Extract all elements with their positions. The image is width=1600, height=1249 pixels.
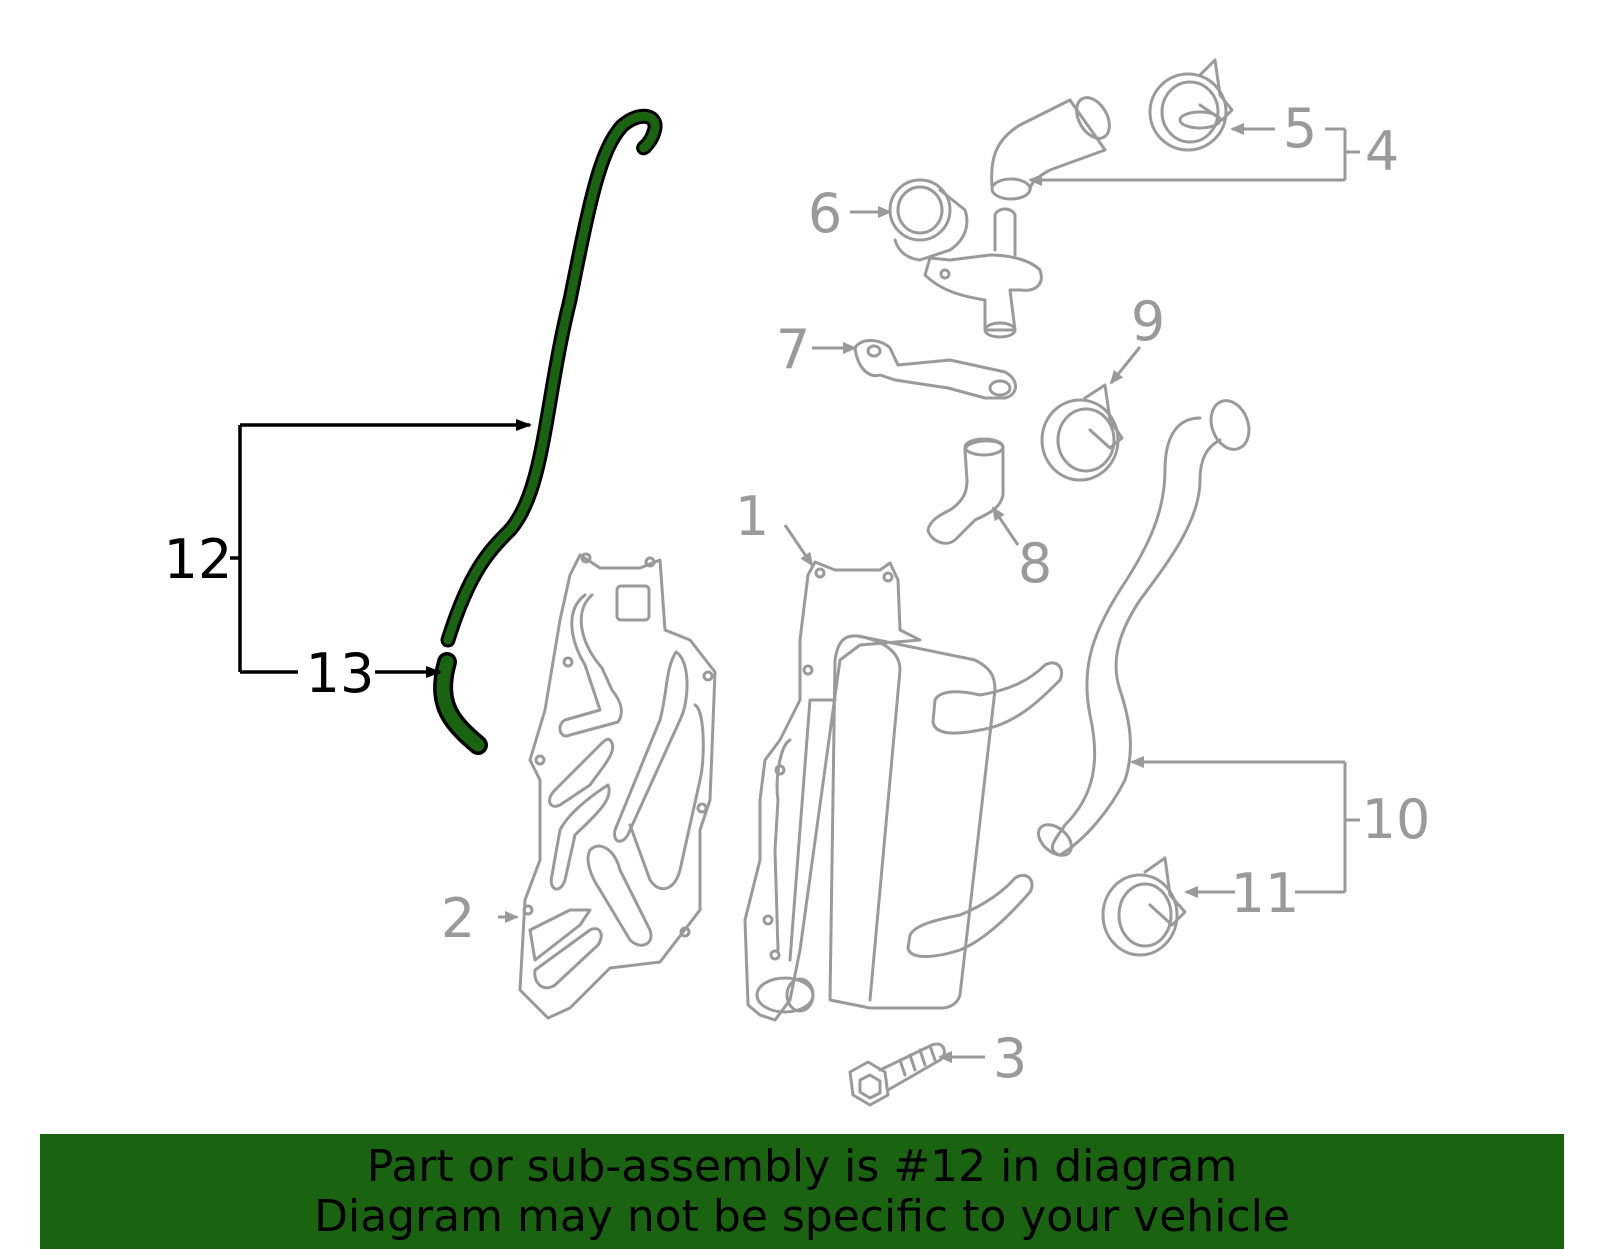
part-2-gasket[interactable] <box>518 552 717 1020</box>
callout-labels: 1 2 3 4 5 6 7 8 9 10 11 12 13 <box>164 97 1431 1090</box>
part-11-clamp[interactable] <box>1101 856 1187 957</box>
part-9-clamp[interactable] <box>1040 383 1124 482</box>
leader-lines <box>498 123 1360 1063</box>
part-12-hose[interactable] <box>440 108 663 648</box>
callout-12: 12 <box>164 528 233 591</box>
callout-1: 1 <box>735 485 769 548</box>
part-13-hose[interactable] <box>433 652 488 755</box>
notice-banner: Part or sub-assembly is #12 in diagram D… <box>40 1134 1564 1249</box>
banner-line-1: Part or sub-assembly is #12 in diagram <box>366 1141 1238 1192</box>
part-5-clamp[interactable] <box>1148 58 1234 152</box>
callout-6: 6 <box>808 182 842 245</box>
banner-line-2: Diagram may not be specific to your vehi… <box>314 1191 1290 1242</box>
callout-4: 4 <box>1365 120 1399 183</box>
part-8-hose[interactable] <box>926 437 1005 545</box>
leader-lines-active <box>230 419 532 678</box>
callout-2: 2 <box>441 887 475 950</box>
part-3-bolt[interactable] <box>848 1042 946 1107</box>
part-7-bracket[interactable] <box>853 339 1017 400</box>
callout-11: 11 <box>1231 862 1300 925</box>
callout-10: 10 <box>1362 788 1431 851</box>
callout-13: 13 <box>306 642 375 705</box>
callout-7: 7 <box>776 318 810 381</box>
callout-5: 5 <box>1283 97 1317 160</box>
part-10-hose[interactable] <box>1033 395 1256 861</box>
callout-9: 9 <box>1131 290 1165 353</box>
part-1-oil-cooler[interactable] <box>743 560 1064 1022</box>
callout-8: 8 <box>1018 532 1052 595</box>
part-4-elbow[interactable] <box>990 92 1117 201</box>
callout-3: 3 <box>993 1027 1027 1090</box>
part-6-outlet[interactable] <box>888 178 1043 339</box>
